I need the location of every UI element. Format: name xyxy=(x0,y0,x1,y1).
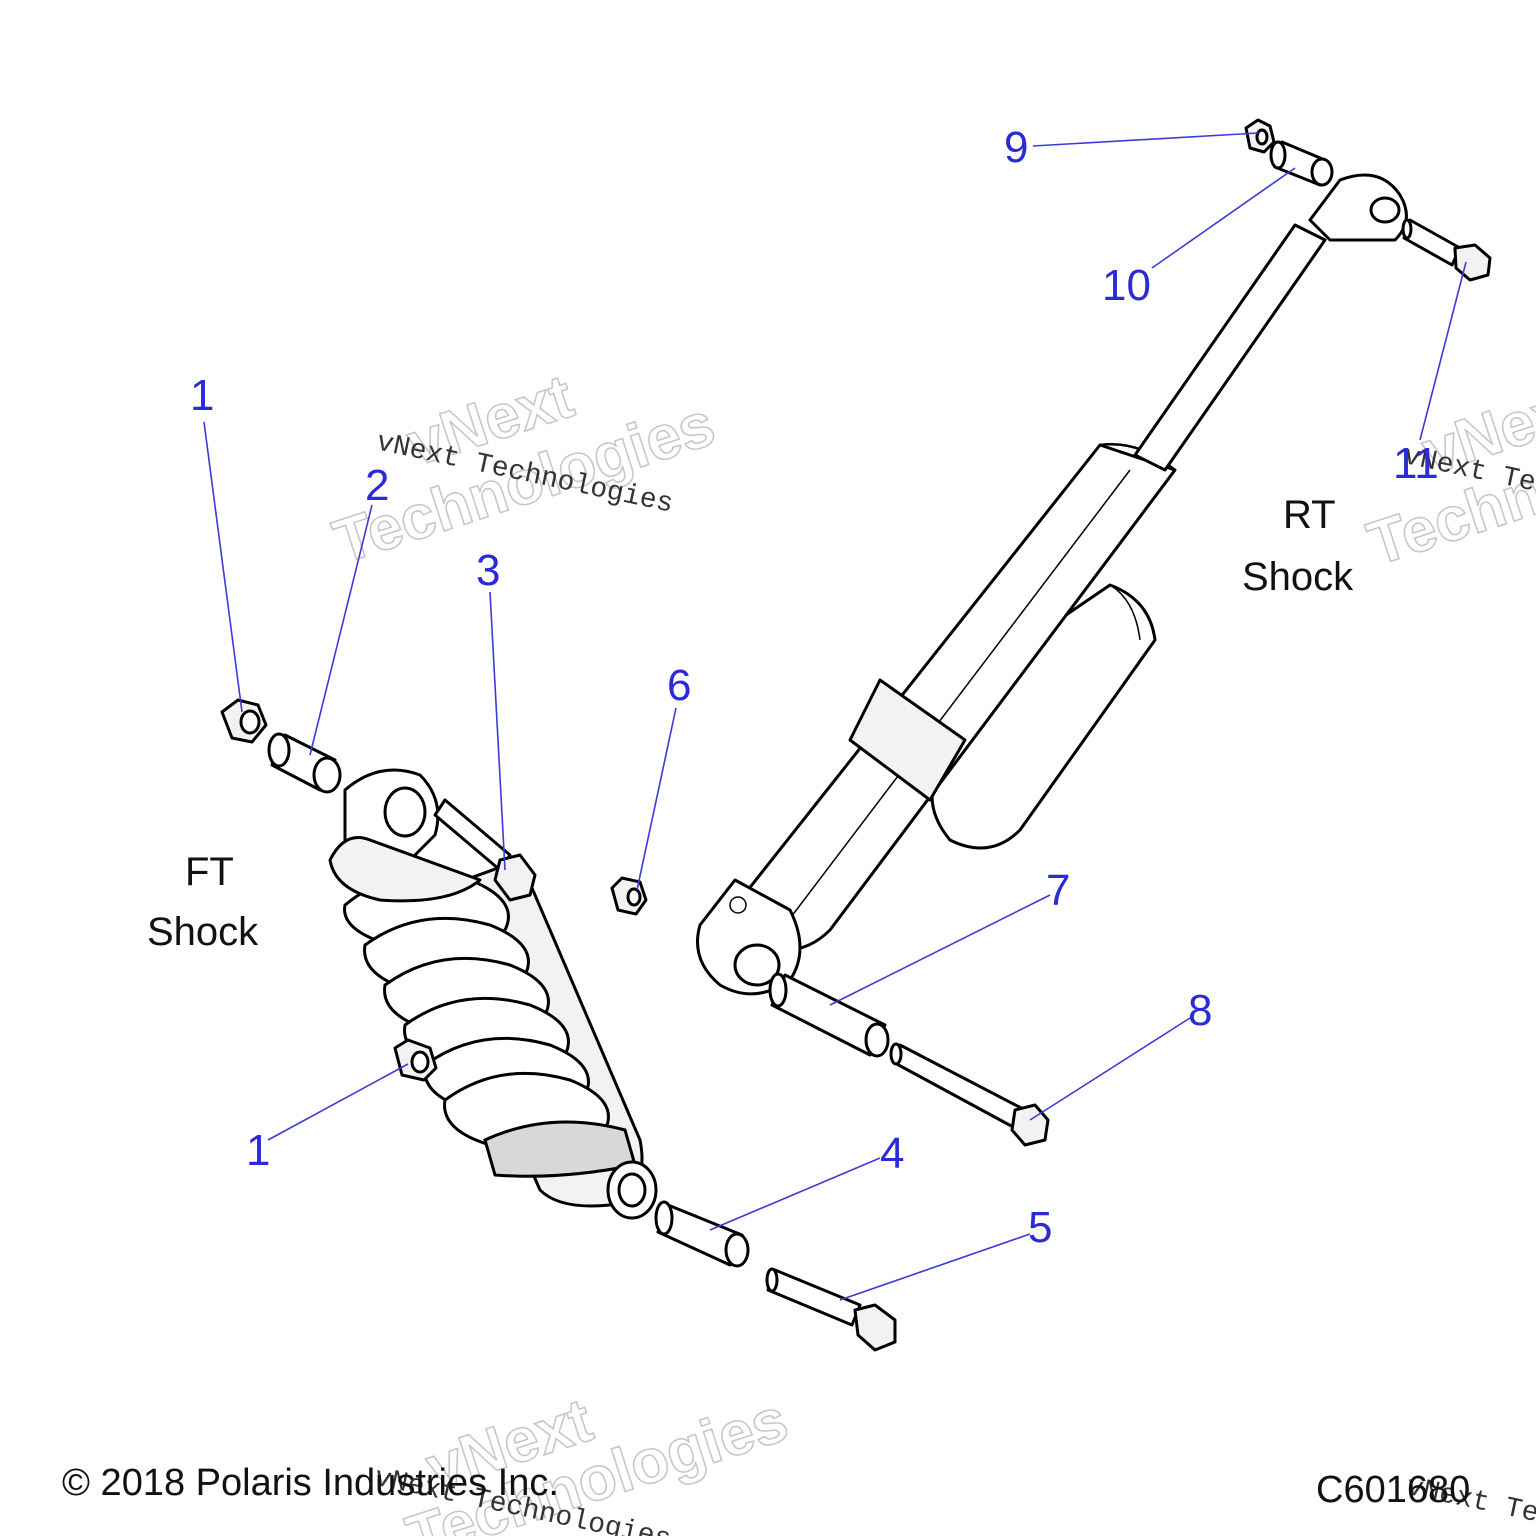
callout-1-lower: 1 xyxy=(246,1126,270,1175)
part-1-top-nut xyxy=(220,698,268,744)
part-11-bolt xyxy=(1401,218,1492,282)
leader-lines xyxy=(203,132,1467,1301)
copyright-notice: © 2018 Polaris Industries Inc. xyxy=(62,1462,559,1504)
rt-label-line1: RT xyxy=(1283,493,1336,537)
part-7-spacer xyxy=(768,972,890,1058)
ft-label-line2: Shock xyxy=(147,910,259,954)
part-4-spacer xyxy=(654,1200,750,1268)
callout-6: 6 xyxy=(667,661,691,710)
ft-bottom-eye-hole xyxy=(617,1172,647,1208)
group-labels: FT Shock RT Shock xyxy=(147,493,1354,954)
part-1-lower-nut xyxy=(393,1038,438,1082)
rt-shock xyxy=(696,173,1408,996)
callout-9: 9 xyxy=(1004,123,1028,172)
part-5-bolt xyxy=(765,1267,897,1352)
callout-11: 11 xyxy=(1393,439,1439,488)
drawing-id: C601680 xyxy=(1316,1469,1470,1511)
callout-1-top: 1 xyxy=(190,371,214,420)
callout-3: 3 xyxy=(476,546,500,595)
callout-5: 5 xyxy=(1028,1203,1052,1252)
part-6-nut xyxy=(610,876,648,916)
ft-label-line1: FT xyxy=(185,850,234,894)
rt-top-eye-hole xyxy=(1369,196,1401,224)
part-8-bolt xyxy=(889,1042,1050,1147)
rt-label-line2: Shock xyxy=(1242,555,1354,599)
part-10-spacer xyxy=(1269,140,1334,187)
part-9-nut xyxy=(1244,118,1276,154)
rt-bottom-eye-hole xyxy=(733,943,781,987)
callout-8: 8 xyxy=(1188,986,1212,1035)
hardware xyxy=(220,118,1492,1352)
callout-4: 4 xyxy=(880,1129,904,1178)
callout-2: 2 xyxy=(365,461,389,510)
callouts: 1 2 3 6 1 4 5 7 8 9 10 11 xyxy=(190,123,1439,1252)
callout-7: 7 xyxy=(1046,866,1070,915)
ft-top-eye-hole xyxy=(383,786,427,838)
callout-10: 10 xyxy=(1102,261,1151,310)
ft-spring xyxy=(343,872,610,1152)
footer: © 2018 Polaris Industries Inc. C601680 xyxy=(62,1462,1470,1511)
part-2-spacer xyxy=(267,732,342,794)
ft-shock xyxy=(328,768,658,1220)
